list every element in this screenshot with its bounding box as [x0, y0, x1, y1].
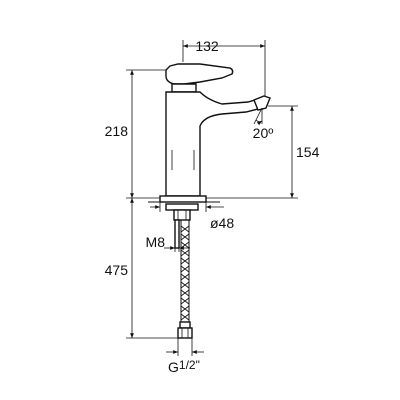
- aerator: [253, 95, 271, 111]
- thread-label: M8: [146, 234, 166, 250]
- column-and-spout: [165, 91, 267, 197]
- base-ring: [159, 195, 207, 203]
- dimension-diameter: ø48: [150, 202, 234, 231]
- braided-hoses: [180, 220, 190, 322]
- width-label: 132: [195, 38, 219, 54]
- hose-ferrule: [179, 321, 191, 329]
- spout-height-label: 154: [296, 144, 320, 160]
- diameter-label: ø48: [210, 215, 234, 231]
- dimension-hose-length: 475: [105, 198, 178, 339]
- dimension-angle: 20º: [253, 107, 274, 141]
- hose-length-label: 475: [105, 262, 129, 278]
- dimension-spout-height: 154: [206, 105, 320, 199]
- connector-fraction: 1/2": [179, 358, 200, 372]
- hose-connector-nut: [177, 327, 193, 339]
- connector-letter: G: [168, 359, 179, 375]
- cartridge-cap: [171, 83, 197, 93]
- threaded-rod: [174, 219, 180, 249]
- dimension-thread: M8: [146, 234, 190, 252]
- mounting-hardware: [165, 203, 199, 339]
- mounting-nut: [173, 209, 191, 221]
- lever-handle: [165, 63, 234, 85]
- mounting-plate: [165, 203, 199, 211]
- total-height-label: 218: [105, 123, 129, 139]
- connector-label: G1/2": [168, 358, 200, 375]
- dimension-connector: G1/2": [166, 338, 204, 375]
- dimension-width: 132: [182, 38, 266, 96]
- dimension-total-height: 218: [105, 69, 166, 199]
- angle-label: 20º: [253, 125, 274, 141]
